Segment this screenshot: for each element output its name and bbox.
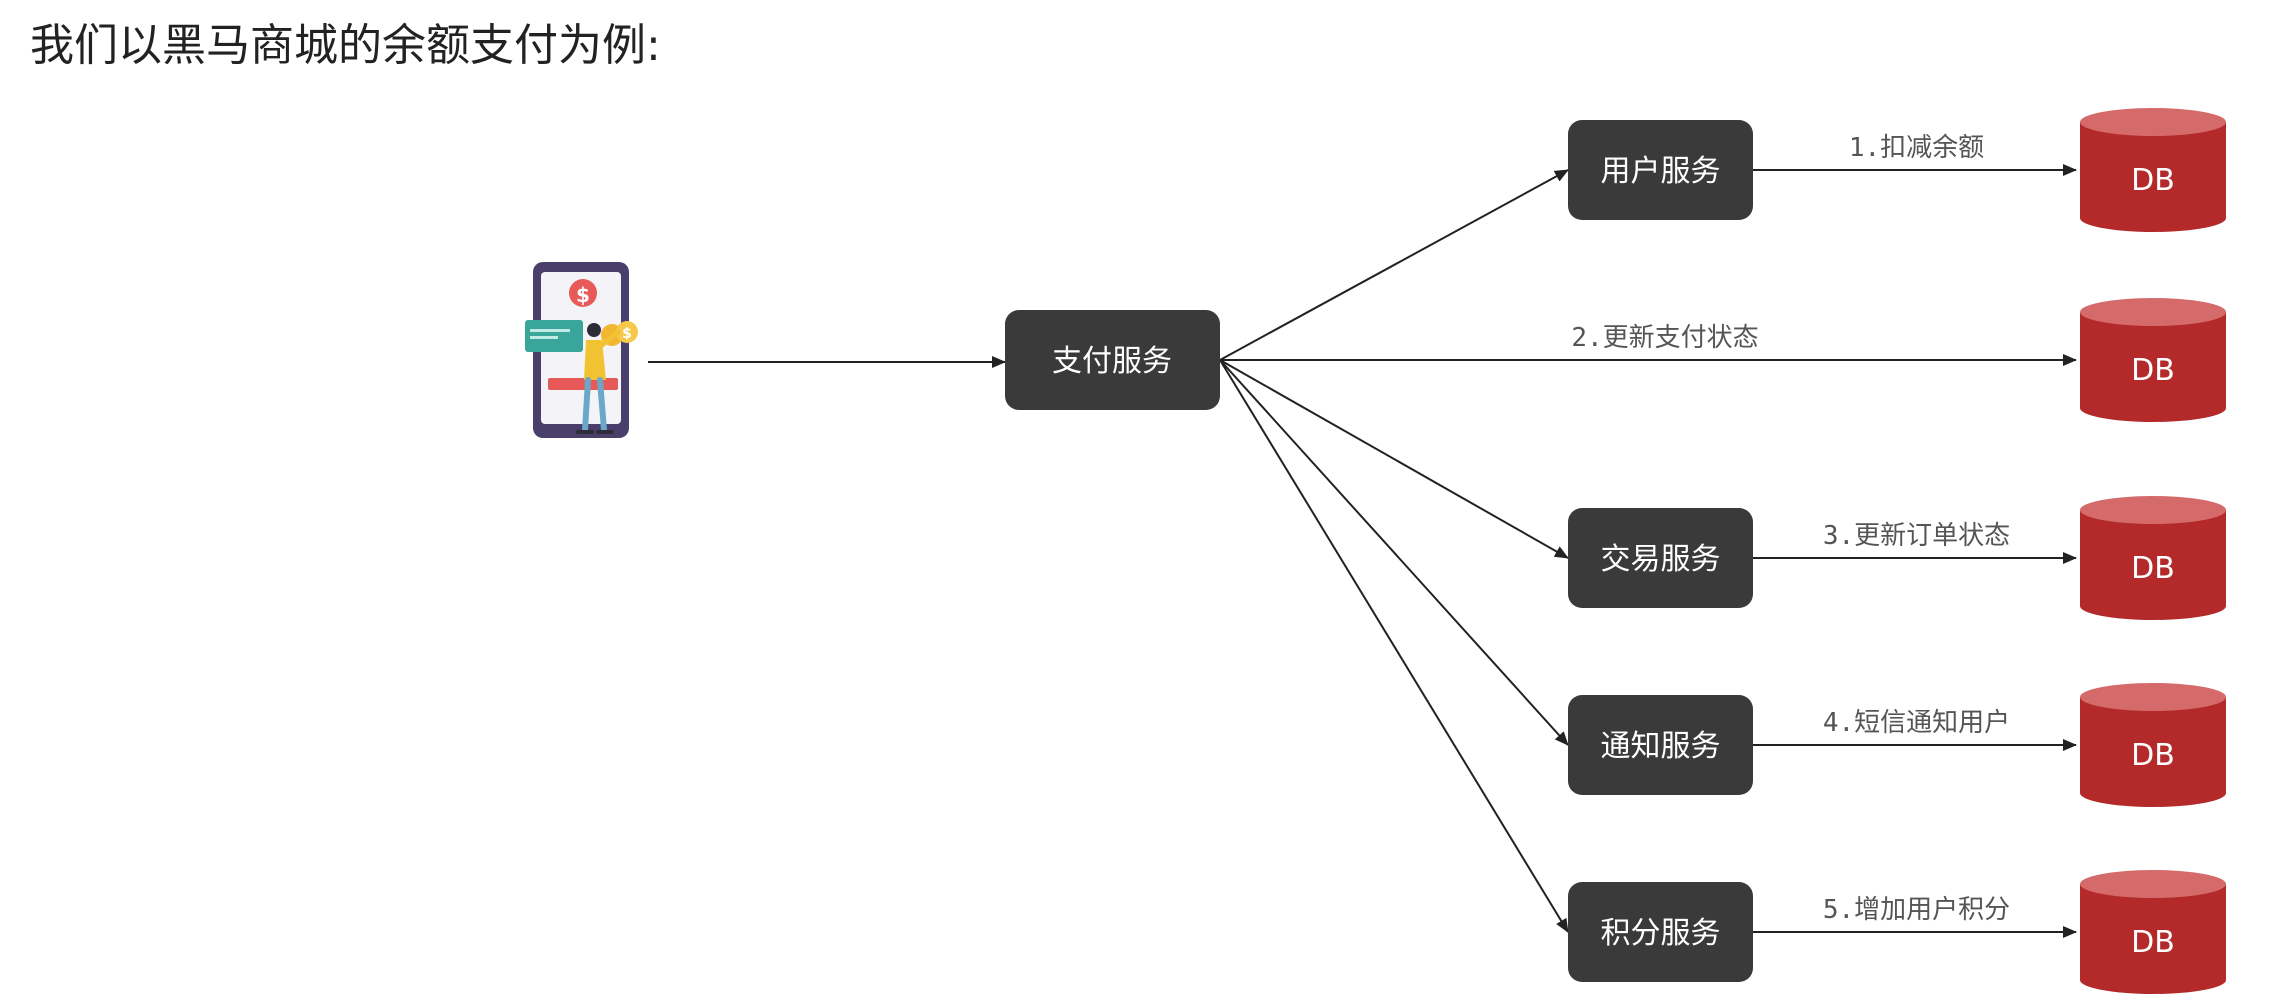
dollar-glyph: $ [576,283,590,307]
service-box: 交易服务 [1568,508,1753,608]
edge-label: 2.更新支付状态 [1571,323,1758,353]
service-box: 通知服务 [1568,695,1753,795]
db-label: DB [2131,738,2175,773]
service-label: 用户服务 [1601,154,1721,189]
page-title: 我们以黑马商城的余额支付为例: [30,20,661,71]
db-label: DB [2131,551,2175,586]
database-icon: DB [2080,108,2226,232]
phone-payment-icon: $ $ [525,262,638,438]
service-label: 交易服务 [1601,542,1721,577]
database-icon: DB [2080,870,2226,994]
svg-text:$: $ [622,326,632,342]
service-box: 积分服务 [1568,882,1753,982]
db-label: DB [2131,163,2175,198]
db-label: DB [2131,925,2175,960]
edge-label: 5.增加用户积分 [1823,895,2010,925]
payment-service-label: 支付服务 [1052,344,1172,379]
payment-service-box: 支付服务 [1005,310,1220,410]
database-icon: DB [2080,496,2226,620]
database-icon: DB [2080,298,2226,422]
payment-to-service-arrow [1219,359,1569,559]
service-box: 用户服务 [1568,120,1753,220]
service-label: 积分服务 [1601,916,1721,951]
db-label: DB [2131,353,2175,388]
edge-label: 4.短信通知用户 [1823,708,2010,738]
service-label: 通知服务 [1601,729,1721,764]
payment-to-service-arrow [1219,359,1569,933]
edge-label: 1.扣减余额 [1849,133,1984,163]
services-layer: 用户服务 1.扣减余额 DB 2.更新支付状态 DB 交易服务 3.更新订单状态 DB 通知服务… [1568,108,2226,994]
edges-layer [648,164,2077,938]
database-icon: DB [2080,683,2226,807]
payment-to-service-arrow [1219,169,1569,361]
edge-label: 3.更新订单状态 [1823,521,2010,551]
payment-to-service-arrow [1219,359,1569,746]
